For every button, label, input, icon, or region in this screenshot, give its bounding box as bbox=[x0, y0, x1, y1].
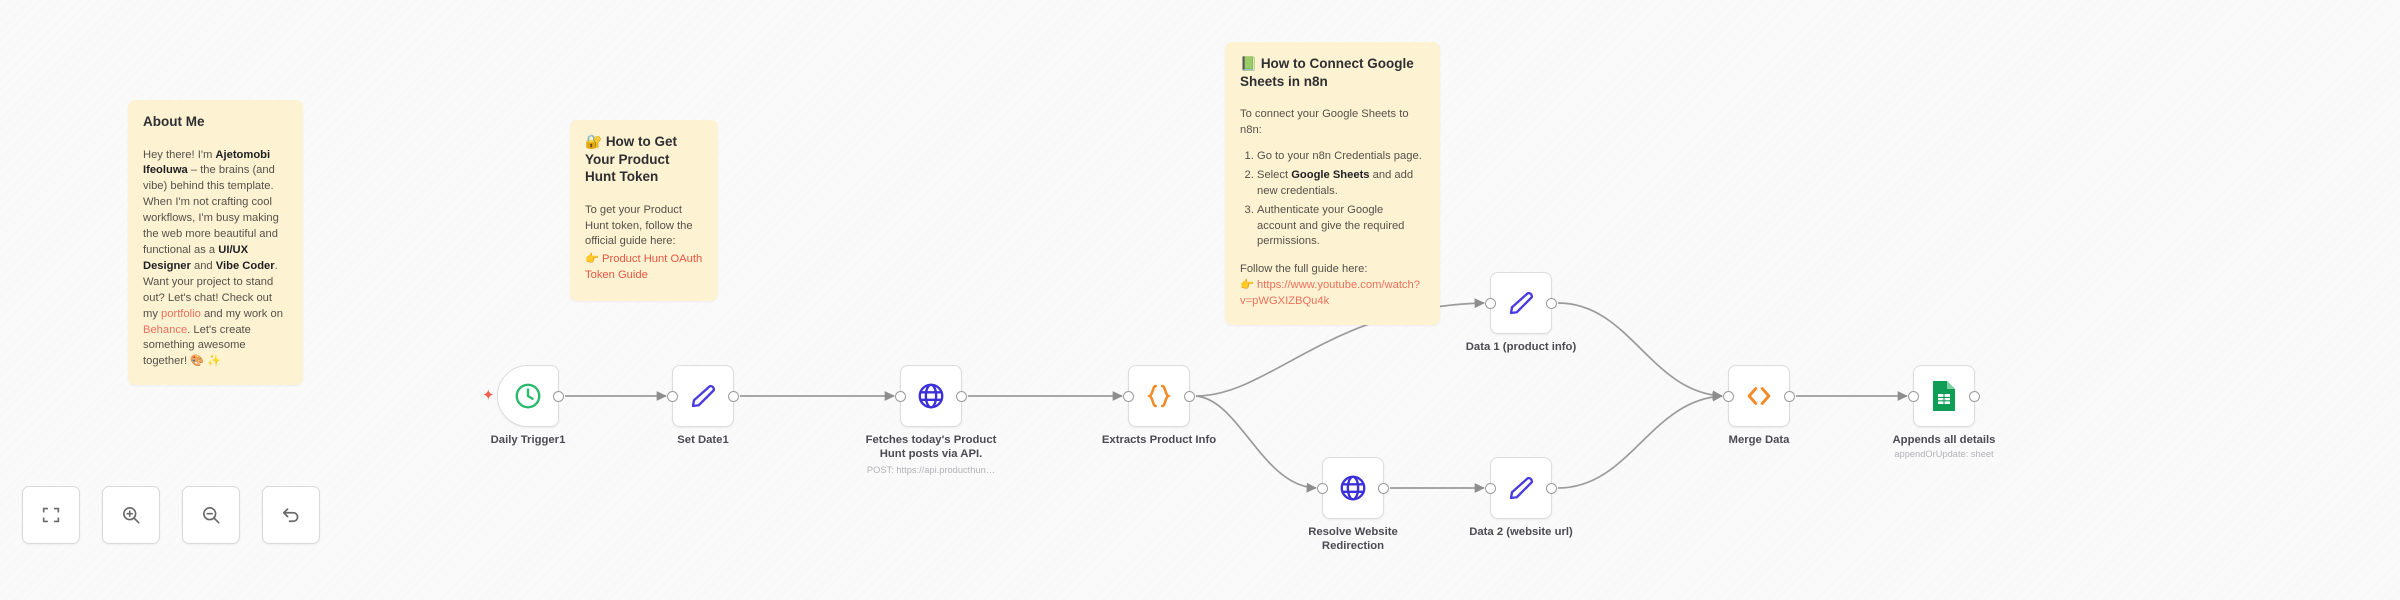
input-port[interactable] bbox=[1723, 390, 1734, 402]
zoom-in-button[interactable] bbox=[102, 486, 160, 544]
sheets-follow-block: Follow the full guide here: 👉 https://ww… bbox=[1240, 262, 1425, 310]
google-sheets-icon bbox=[1933, 381, 1955, 411]
code-braces-icon bbox=[1147, 384, 1171, 408]
output-port[interactable] bbox=[553, 390, 564, 402]
node-body[interactable] bbox=[1123, 365, 1195, 427]
node-resolve-website-redirection[interactable]: Resolve Website Redirection bbox=[1308, 457, 1398, 552]
zoom-in-icon bbox=[123, 507, 140, 524]
node-label: Data 1 (product info) bbox=[1465, 341, 1577, 353]
note-title-about-me: About Me bbox=[143, 114, 205, 129]
note-title-product-hunt-token: 🔐How to Get Your Product Hunt Token bbox=[585, 134, 678, 185]
input-port[interactable] bbox=[895, 390, 906, 402]
zoom-out-icon bbox=[203, 507, 220, 524]
note-title-google-sheets: 📗How to Connect Google Sheets in n8n bbox=[1240, 56, 1414, 89]
list-item: Select Google Sheets and add new credent… bbox=[1257, 168, 1425, 200]
node-label: Set Date1 bbox=[677, 434, 729, 446]
node-body[interactable] bbox=[1485, 272, 1557, 334]
node-data-2-website-url[interactable]: Data 2 (website url) bbox=[1469, 457, 1573, 538]
lock-icon: 🔐 bbox=[585, 134, 602, 149]
sticky-note-google-sheets-guide[interactable]: 📗How to Connect Google Sheets in n8n To … bbox=[1225, 42, 1440, 326]
note-text-token-intro: To get your Product Hunt token, follow t… bbox=[585, 203, 693, 248]
note-text-sheets-intro: To connect your Google Sheets to n8n: bbox=[1240, 108, 1409, 136]
fit-view-icon bbox=[42, 507, 60, 523]
node-fetch-product-hunt[interactable]: Fetches today's Product Hunt posts via A… bbox=[866, 365, 996, 475]
node-body[interactable] bbox=[497, 365, 564, 427]
output-port[interactable] bbox=[1184, 390, 1195, 402]
list-item: Go to your n8n Credentials page. bbox=[1257, 149, 1425, 165]
node-label: Appends all details bbox=[1892, 434, 1996, 446]
sticky-note-product-hunt-token[interactable]: 🔐How to Get Your Product Hunt Token To g… bbox=[570, 120, 718, 302]
node-extract-product-info[interactable]: Extracts Product Info bbox=[1102, 365, 1216, 446]
node-body[interactable] bbox=[667, 365, 739, 427]
note-body-about-me: Hey there! I'm Ajetomobi Ifeoluwa – the … bbox=[143, 148, 283, 368]
node-body[interactable] bbox=[1723, 365, 1795, 427]
fit-view-button[interactable] bbox=[22, 486, 80, 544]
node-subtitle: POST: https://api.producthun… bbox=[866, 465, 996, 475]
node-body[interactable] bbox=[1317, 457, 1389, 519]
sheets-follow-label: Follow the full guide here: bbox=[1240, 263, 1368, 276]
link-youtube-guide[interactable]: https://www.youtube.com/watch?v=pWGXIZBQ… bbox=[1240, 279, 1420, 308]
globe-icon bbox=[1340, 475, 1366, 501]
node-set-date[interactable]: Set Date1 bbox=[667, 365, 739, 446]
input-port[interactable] bbox=[1485, 297, 1496, 309]
note-body-product-hunt-token: To get your Product Hunt token, follow t… bbox=[585, 203, 703, 285]
node-label: Daily Trigger1 bbox=[490, 434, 566, 446]
pencil-icon bbox=[1509, 476, 1534, 500]
input-port[interactable] bbox=[1485, 482, 1496, 494]
output-port[interactable] bbox=[1378, 482, 1389, 494]
output-port[interactable] bbox=[1969, 390, 1980, 402]
undo-arrow-icon bbox=[282, 508, 299, 523]
node-label: Extracts Product Info bbox=[1101, 434, 1217, 446]
output-port[interactable] bbox=[1546, 297, 1557, 309]
sticky-note-about-me[interactable]: About Me Hey there! I'm Ajetomobi Ifeolu… bbox=[128, 100, 303, 386]
code-arrows-icon bbox=[1747, 387, 1771, 405]
node-subtitle: appendOrUpdate: sheet bbox=[1894, 449, 1994, 459]
node-daily-trigger[interactable]: Daily Trigger1 bbox=[491, 365, 565, 446]
output-port[interactable] bbox=[956, 390, 967, 402]
node-label: Merge Data bbox=[1728, 434, 1790, 446]
node-appends-all-details[interactable]: Appends all details appendOrUpdate: shee… bbox=[1893, 365, 1995, 459]
pencil-icon bbox=[691, 384, 716, 408]
note-body-google-sheets: To connect your Google Sheets to n8n: Go… bbox=[1240, 107, 1425, 310]
link-portfolio[interactable]: portfolio bbox=[161, 307, 201, 320]
canvas-zoom-toolbar bbox=[22, 486, 320, 544]
input-port[interactable] bbox=[1908, 390, 1919, 402]
pointing-hand-icon: 👉 bbox=[1240, 279, 1254, 292]
pencil-icon bbox=[1509, 291, 1534, 315]
node-label: Resolve Website Redirection bbox=[1308, 526, 1398, 553]
output-port[interactable] bbox=[1546, 482, 1557, 494]
sheets-step-list: Go to your n8n Credentials page. Select … bbox=[1257, 149, 1425, 250]
node-body[interactable] bbox=[895, 365, 967, 427]
list-item: Authenticate your Google account and giv… bbox=[1257, 203, 1425, 251]
input-port[interactable] bbox=[1123, 390, 1134, 402]
node-label: Data 2 (website url) bbox=[1469, 526, 1573, 538]
node-data-1-product-info[interactable]: Data 1 (product info) bbox=[1466, 272, 1576, 353]
zoom-out-button[interactable] bbox=[182, 486, 240, 544]
input-port[interactable] bbox=[667, 390, 678, 402]
node-merge-data[interactable]: Merge Data bbox=[1723, 365, 1795, 446]
notebook-icon: 📗 bbox=[1240, 56, 1257, 71]
output-port[interactable] bbox=[1784, 390, 1795, 402]
globe-icon bbox=[918, 383, 944, 409]
output-port[interactable] bbox=[728, 390, 739, 402]
clock-icon bbox=[515, 383, 541, 409]
input-port[interactable] bbox=[1317, 482, 1328, 494]
reset-zoom-button[interactable] bbox=[262, 486, 320, 544]
pointing-hand-icon: 👉 bbox=[585, 253, 599, 266]
node-body[interactable] bbox=[1485, 457, 1557, 519]
link-product-hunt-oauth-guide[interactable]: Product Hunt OAuth Token Guide bbox=[585, 253, 703, 282]
node-label: Fetches today's Product Hunt posts via A… bbox=[865, 434, 997, 461]
node-body[interactable] bbox=[1908, 365, 1980, 427]
sparkle-icon: ✦ bbox=[482, 387, 495, 404]
link-behance[interactable]: Behance bbox=[143, 323, 188, 336]
